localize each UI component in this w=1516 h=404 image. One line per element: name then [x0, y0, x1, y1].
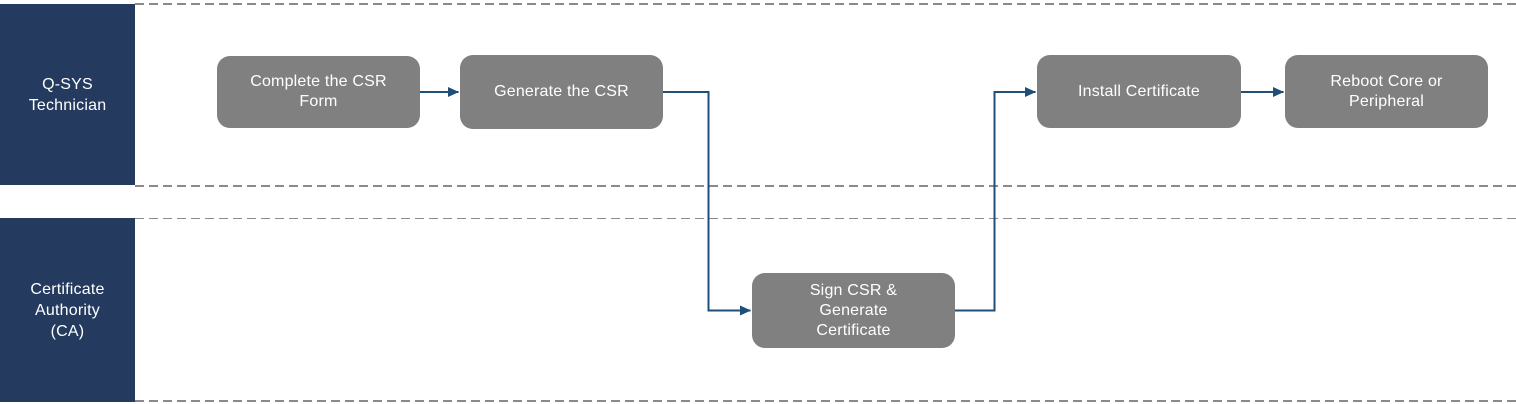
lane-label-text: Q-SYS Technician [28, 75, 107, 114]
node-sign-csr-generate-certificate: Sign CSR & Generate Certificate [752, 273, 955, 348]
lane-technician-top-border [135, 3, 1516, 5]
connector-sign-to-install [955, 87, 1036, 312]
connector-generate-to-sign [663, 91, 751, 316]
node-generate-csr: Generate the CSR [460, 55, 663, 129]
node-label: Complete the CSR Form [250, 73, 387, 110]
lane-label-certificate-authority: Certificate Authority (CA) [0, 218, 135, 402]
lane-ca-top-border [135, 217, 1516, 219]
node-reboot-core-or-peripheral: Reboot Core or Peripheral [1285, 55, 1488, 128]
node-label: Install Certificate [1077, 82, 1201, 100]
node-complete-csr-form: Complete the CSR Form [217, 56, 420, 128]
node-label: Sign CSR & Generate Certificate [809, 281, 898, 339]
node-label: Generate the CSR [494, 83, 629, 100]
lane-ca-bottom-border [135, 400, 1516, 402]
node-install-certificate: Install Certificate [1037, 55, 1241, 128]
lane-technician-bottom-border [135, 185, 1516, 187]
lane-label-qsys-technician: Q-SYS Technician [0, 4, 135, 185]
lane-label-text: Certificate Authority (CA) [30, 280, 105, 340]
node-label: Reboot Core or Peripheral [1330, 72, 1443, 110]
